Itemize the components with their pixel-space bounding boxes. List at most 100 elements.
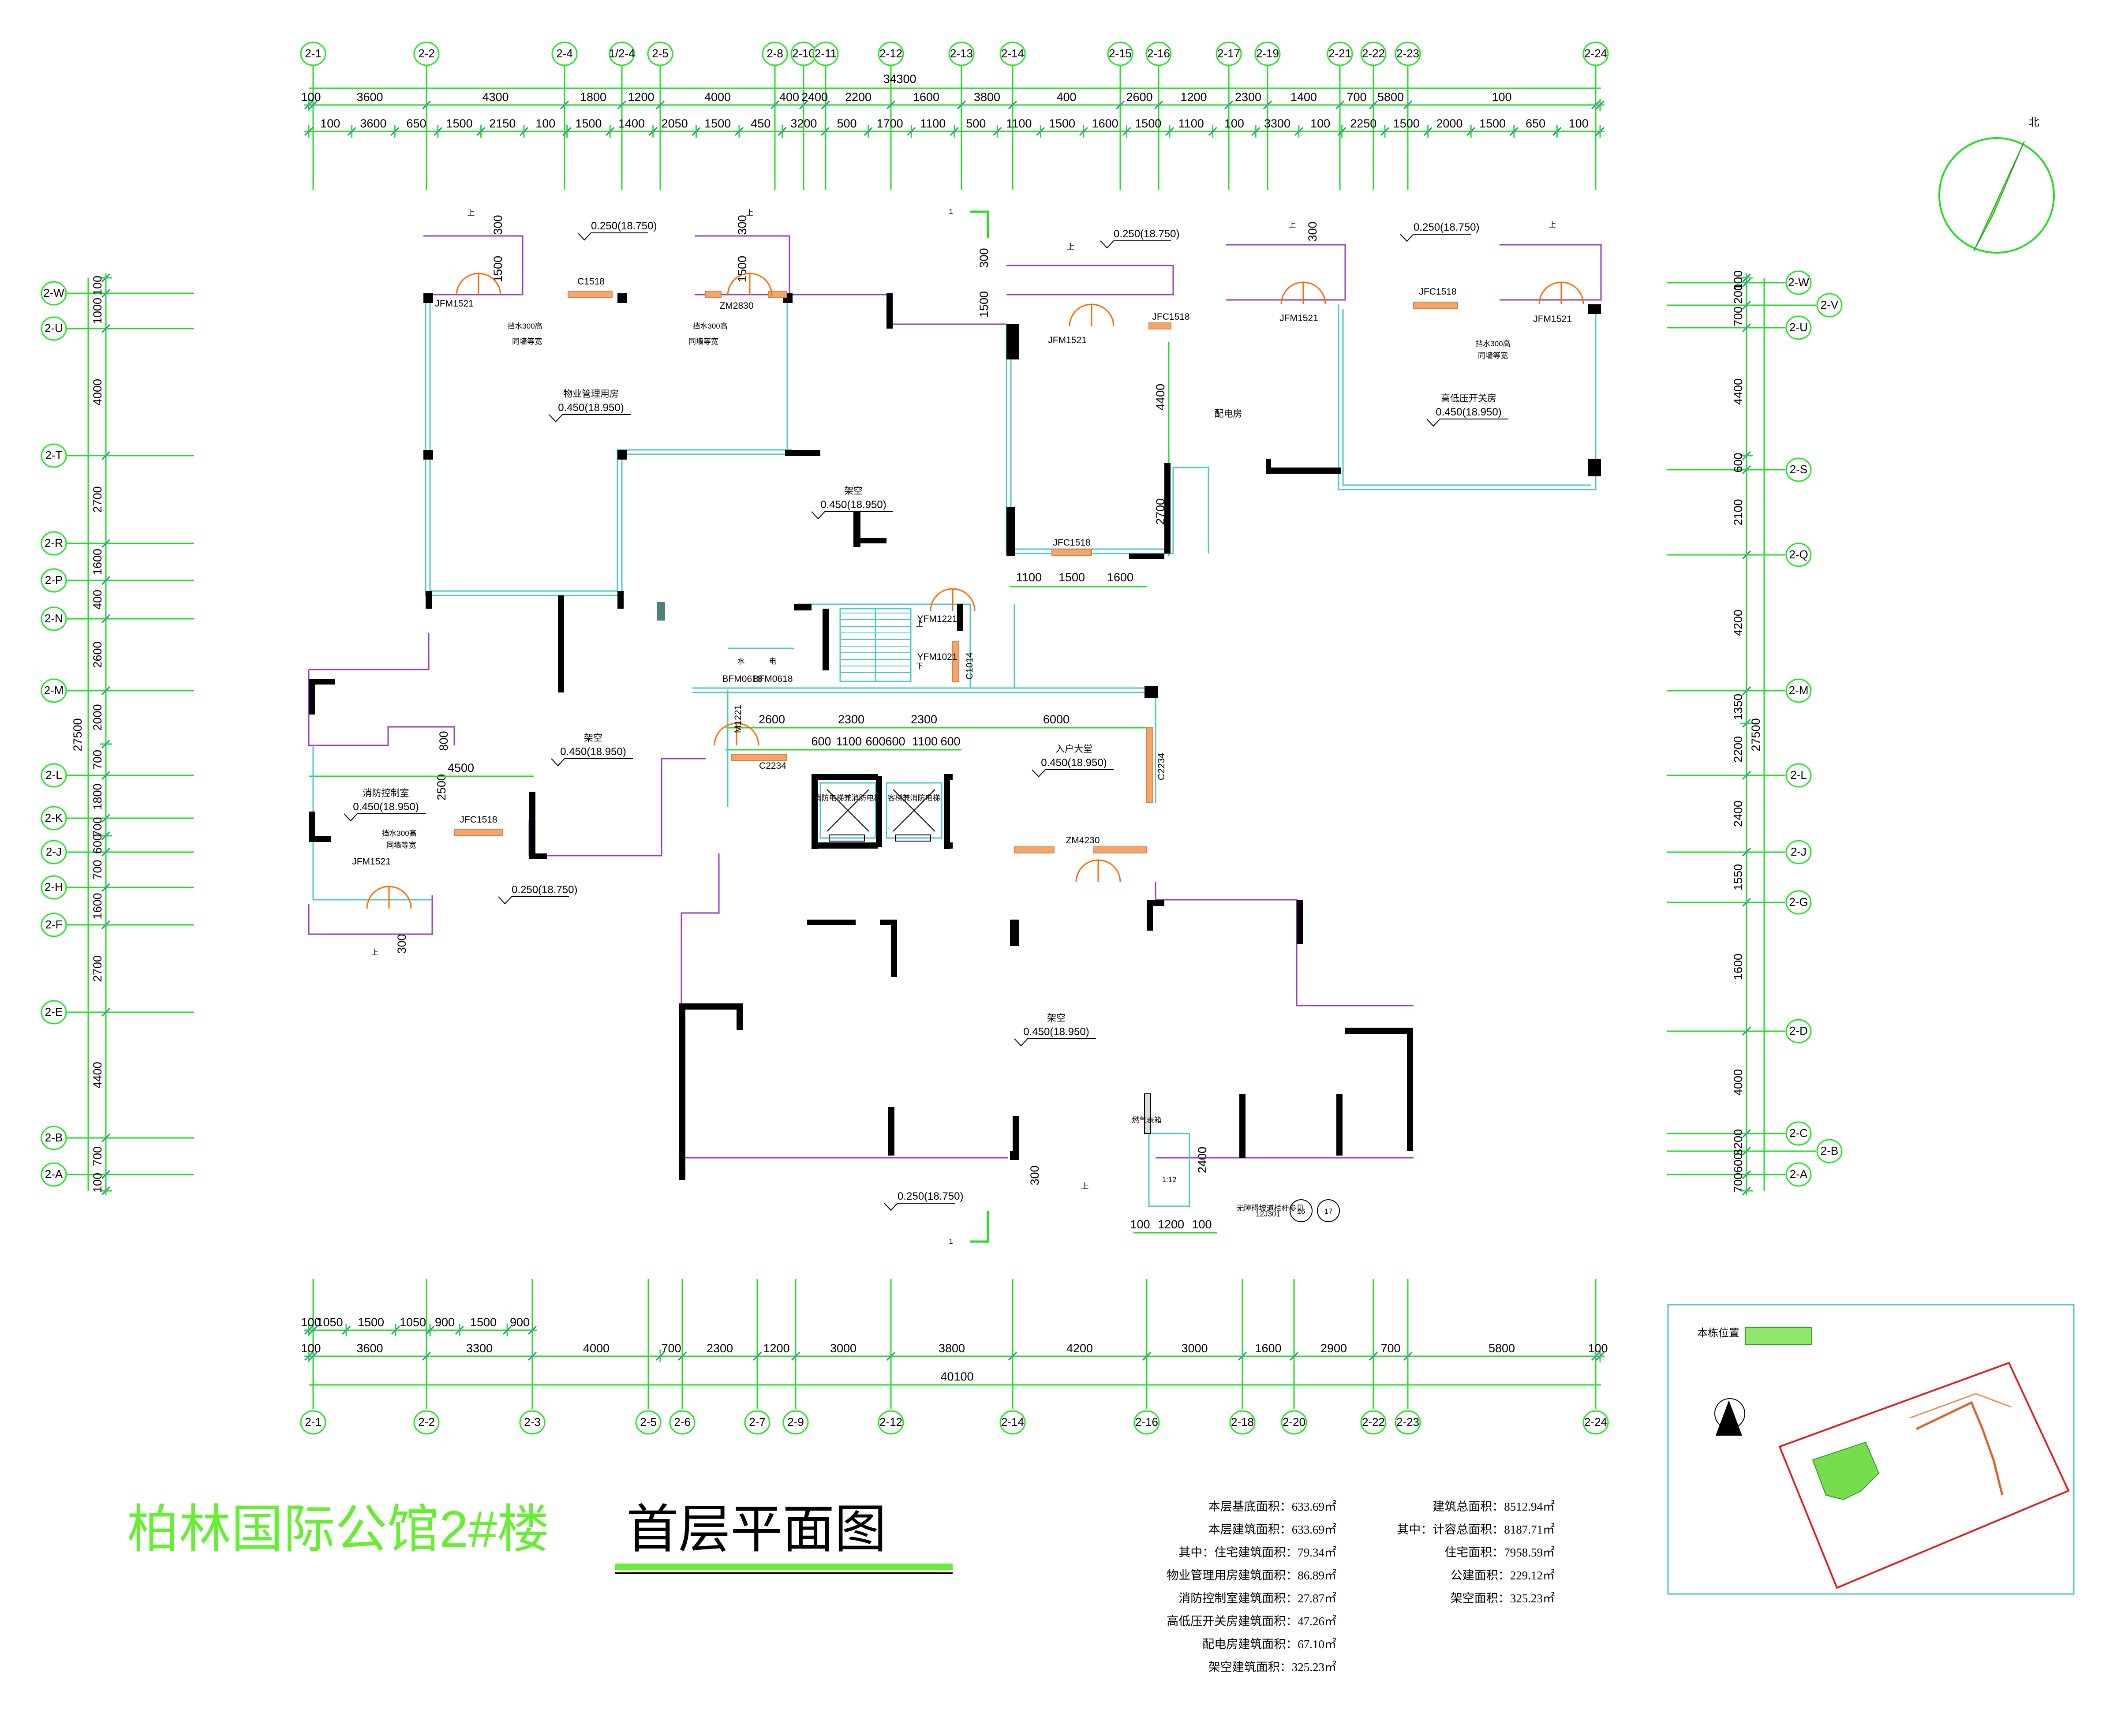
window bbox=[1413, 302, 1458, 309]
grid-bubble-bottom-label: 2-18 bbox=[1231, 1415, 1254, 1429]
inner-dimension-value: 1500 bbox=[491, 256, 505, 282]
right-dimension-row-value: 1350 bbox=[1732, 694, 1745, 720]
area-item: 配电房建筑面积：67.10㎡ bbox=[1202, 1638, 1336, 1651]
grid-bubble-bottom-label: 2-1 bbox=[305, 1415, 322, 1429]
right-total-dimension: 27500 bbox=[1749, 278, 1765, 1191]
bottom-dimension-row1-value: 900 bbox=[510, 1316, 530, 1329]
area-total-item: 公建面积：229.12㎡ bbox=[1451, 1569, 1555, 1582]
wall-segment bbox=[617, 591, 624, 609]
top-dimension-row2-value: 1500 bbox=[704, 117, 731, 130]
wall-segment bbox=[423, 450, 433, 460]
bottom-dimension-row1-value: 100 bbox=[301, 1316, 321, 1329]
top-dimension-row2-value: 100 bbox=[1310, 117, 1330, 130]
svg-text:架空: 架空 bbox=[844, 486, 863, 496]
grid-bubble-right-label: 2-L bbox=[1790, 768, 1807, 782]
wall-segment bbox=[558, 595, 564, 692]
wall-segment bbox=[1336, 1094, 1343, 1156]
grid-lines bbox=[66, 66, 1816, 1409]
grid-bubble-bottom-label: 2-24 bbox=[1584, 1415, 1607, 1429]
grid-bubble-bottom: 2-7 bbox=[744, 1410, 770, 1435]
wall-segment bbox=[957, 604, 963, 631]
wall-segment bbox=[1588, 459, 1601, 476]
svg-text:0.450(18.950): 0.450(18.950) bbox=[558, 402, 624, 414]
top-dimension-row1-value: 1200 bbox=[628, 90, 654, 104]
drawing-note: 水 bbox=[737, 657, 745, 666]
room-label: 配电房 bbox=[1215, 409, 1242, 419]
bottom-dimension-row1-value: 1500 bbox=[470, 1316, 497, 1329]
inner-dimension-value: 600 bbox=[865, 735, 885, 748]
grid-bubble-top: 2-4 bbox=[551, 41, 578, 66]
top-dimension-row2-value: 2050 bbox=[662, 117, 688, 130]
grid-bubble-top-label: 2-11 bbox=[815, 47, 837, 60]
drawing-note: 上 bbox=[371, 948, 379, 957]
grid-bubble-top: 2-2 bbox=[413, 41, 440, 66]
inner-dimension-value: 1500 bbox=[736, 256, 749, 282]
inner-dimension-value: 1500 bbox=[1058, 571, 1085, 584]
inner-dimension-value: 300 bbox=[1306, 221, 1319, 241]
drawing-note: 上 bbox=[1067, 243, 1075, 251]
opening-tag: JFC1518 bbox=[1053, 538, 1090, 548]
top-dimension-row1-value: 400 bbox=[779, 90, 799, 104]
grid-bubble-top: 2-11 bbox=[812, 41, 839, 66]
wall-segment bbox=[823, 609, 829, 670]
wall-segment bbox=[1345, 1028, 1411, 1034]
area-item: 消防控制室建筑面积：27.87㎡ bbox=[1178, 1592, 1336, 1605]
wall-segment bbox=[886, 293, 893, 329]
accessible-ramp: 1:12 bbox=[1144, 1093, 1190, 1207]
window bbox=[1146, 727, 1153, 803]
grid-bubble-left: 2-N bbox=[41, 606, 67, 631]
inner-dimension-value: 600 bbox=[811, 735, 831, 748]
inner-dimension-value: 4400 bbox=[1154, 384, 1167, 410]
bottom-dimension-row2-value: 3300 bbox=[466, 1342, 493, 1355]
window bbox=[568, 291, 613, 298]
door-swing bbox=[714, 722, 759, 746]
window bbox=[1014, 846, 1055, 853]
grid-bubble-top: 2-16 bbox=[1145, 41, 1172, 66]
top-dimension-row2-value: 650 bbox=[406, 117, 426, 130]
grid-bubble-bottom-label: 2-16 bbox=[1135, 1415, 1158, 1429]
wall-segment bbox=[1013, 920, 1019, 942]
area-item: 架空建筑面积：325.23㎡ bbox=[1208, 1661, 1336, 1674]
door-swing bbox=[1069, 303, 1115, 327]
grid-bubble-bottom: 2-1 bbox=[300, 1410, 326, 1435]
top-dimension-row1-value: 1800 bbox=[580, 90, 606, 104]
left-dimension-row-value: 600 bbox=[91, 834, 104, 854]
grid-bubble-top: 2-19 bbox=[1254, 41, 1281, 66]
top-dimension-row2-value: 100 bbox=[535, 117, 555, 130]
top-dimension-row1-value: 2600 bbox=[1126, 90, 1152, 104]
top-dimension-row1-value: 3800 bbox=[974, 90, 1000, 104]
top-dimension-row1-value: 2300 bbox=[1235, 90, 1261, 104]
grid-bubble-left-label: 2-T bbox=[45, 449, 63, 462]
left-dimension-row-value: 1800 bbox=[91, 783, 104, 810]
top-dimension-row2-value: 1500 bbox=[446, 117, 473, 130]
inner-dimension-value: 1100 bbox=[1016, 571, 1042, 584]
grid-bubble-top-label: 2-12 bbox=[879, 47, 902, 60]
grid-bubble-top-label: 2-15 bbox=[1109, 47, 1132, 60]
project-title: 柏林国际公馆2#楼 bbox=[127, 1500, 549, 1559]
grid-bubble-top-label: 1/2-4 bbox=[609, 47, 635, 60]
drawing-note: 上 bbox=[1081, 1182, 1089, 1190]
wall-segment bbox=[1145, 686, 1158, 698]
right-dimension-row-value: 2100 bbox=[1732, 499, 1745, 525]
svg-text:0.250(18.750): 0.250(18.750) bbox=[1414, 221, 1479, 233]
outdoor-level: 0.250(18.750) bbox=[1100, 228, 1179, 249]
detail-reference-circle bbox=[1290, 1199, 1313, 1222]
grid-bubble-right-label: 2-W bbox=[1788, 276, 1809, 289]
grid-bubble-bottom-label: 2-23 bbox=[1396, 1415, 1419, 1429]
top-dimension-row2-value: 1500 bbox=[1049, 117, 1075, 130]
grid-bubble-right-label: 2-J bbox=[1791, 845, 1807, 858]
svg-text:0.450(18.950): 0.450(18.950) bbox=[820, 499, 886, 511]
wall-segment bbox=[737, 1003, 743, 1030]
inner-dimension-value: 600 bbox=[940, 735, 960, 748]
top-dimension-row1-value: 2200 bbox=[845, 90, 871, 104]
svg-text:0.450(18.950): 0.450(18.950) bbox=[560, 746, 626, 758]
left-dimension-row-value: 4000 bbox=[91, 379, 104, 405]
north-label: 北 bbox=[2029, 116, 2039, 128]
top-dimension-row2-value: 2250 bbox=[1350, 117, 1376, 130]
grid-bubble-top: 2-24 bbox=[1582, 41, 1609, 66]
area-schedule: 本层基底面积：633.69㎡本层建筑面积：633.69㎡其中：住宅建筑面积：79… bbox=[1167, 1500, 1555, 1674]
svg-text:0.450(18.950): 0.450(18.950) bbox=[353, 801, 419, 813]
drawing-note: 上 bbox=[916, 620, 924, 628]
drawing-note: 挡水300高 bbox=[382, 829, 416, 838]
